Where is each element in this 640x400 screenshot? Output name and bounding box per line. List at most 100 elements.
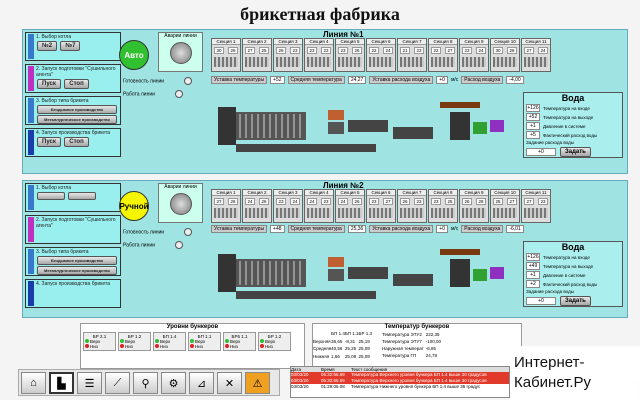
section-temp-a: 24 — [245, 198, 255, 205]
prod-stop-button[interactable]: Стоп — [64, 137, 89, 147]
smokeless-button[interactable]: Бездымное производство — [37, 256, 117, 265]
section-label: Секция 7 — [398, 39, 426, 45]
warning-icon[interactable]: ⚠ — [245, 372, 270, 394]
section-label: Секция 4 — [305, 190, 333, 196]
water-set-button[interactable]: Задать — [560, 147, 591, 157]
section-temp-a: 27 — [524, 198, 534, 205]
section-label: Секция 11 — [522, 39, 550, 45]
control-column: 1. Выбор котла 2. Запуск подготовки "Суш… — [25, 183, 121, 311]
pump-icon[interactable]: ⚙ — [161, 372, 186, 394]
line-panel-1: Линия №1 1. Выбор котла №2 №7 2. Запуск … — [22, 29, 628, 174]
line-title: Линия №1 — [323, 30, 364, 39]
boiler-button-a[interactable] — [37, 192, 65, 200]
section-temp-b: 23 — [414, 198, 424, 205]
water-flow-input[interactable]: +0 — [526, 297, 556, 305]
section-temp-b: 26 — [228, 198, 238, 205]
air-setpoint-input[interactable]: +0 — [436, 225, 448, 233]
level-high-led — [155, 339, 159, 343]
prod-start-button[interactable]: Пуск — [37, 137, 61, 147]
boiler-button-b[interactable] — [68, 192, 97, 200]
section-temp-b: 23 — [538, 198, 548, 205]
heater-grid — [400, 57, 424, 67]
section-temp-a: 27 — [214, 198, 224, 205]
air-setpoint-input[interactable]: +0 — [436, 76, 448, 84]
section-temp-a: 26 — [276, 47, 286, 54]
smokeless-button[interactable]: Бездымное производство — [37, 105, 117, 114]
setpoint-input[interactable]: +52 — [270, 76, 285, 84]
metallurgical-button[interactable]: Металлургическое производство — [37, 266, 117, 275]
section-temp-b: 23 — [414, 47, 424, 54]
work-status: Работа линии — [123, 241, 183, 249]
stop-button[interactable]: Стоп — [64, 79, 89, 89]
section-temp-b: 28 — [476, 198, 486, 205]
heater-grid — [338, 208, 362, 218]
mode-auto-button[interactable]: Авто — [119, 40, 149, 70]
section-label: Секция 3 — [274, 39, 302, 45]
heater-grid — [431, 208, 455, 218]
section-label: Секция 10 — [491, 190, 519, 196]
line-title: Линия №2 — [323, 181, 364, 190]
section-temp-b: 26 — [228, 47, 238, 54]
home-icon[interactable]: ⌂ — [21, 372, 46, 394]
air-flow-value: -4,00 — [506, 76, 524, 84]
press-icon[interactable]: ⊿ — [189, 372, 214, 394]
mode-manual-button[interactable]: Ручной — [119, 191, 149, 221]
water-set-button[interactable]: Задать — [560, 296, 591, 306]
start-button[interactable]: Пуск — [37, 79, 61, 89]
water-flow-input[interactable]: +0 — [526, 148, 556, 156]
section-temp-a: 25 — [493, 198, 503, 205]
heater-grid — [245, 57, 269, 67]
conveyor-icon[interactable]: ⟋ — [105, 372, 130, 394]
section-temp-a: 23 — [307, 47, 317, 54]
tools-icon[interactable]: ✕ — [217, 372, 242, 394]
section-temp-a: 23 — [431, 198, 441, 205]
boiler-button-7[interactable]: №7 — [60, 41, 81, 51]
section-temp-a: 27 — [245, 47, 255, 54]
section-label: Секция 11 — [522, 190, 550, 196]
section-temp-a: 23 — [462, 47, 472, 54]
heater-grid — [276, 57, 300, 67]
metallurgical-button[interactable]: Металлургическое производство — [37, 115, 117, 124]
section-temp-b: 23 — [321, 47, 331, 54]
section-temp-a: 23 — [369, 198, 379, 205]
work-led — [174, 90, 183, 98]
section-label: Секция 6 — [367, 190, 395, 196]
section-label: Секция 6 — [367, 39, 395, 45]
valve-icon[interactable]: ⚲ — [133, 372, 158, 394]
boiler-select-box: 1. Выбор котла №2 №7 — [25, 32, 121, 61]
section-label: Секция 2 — [243, 39, 271, 45]
section-temp-a: 24 — [307, 198, 317, 205]
list-icon[interactable]: ☰ — [77, 372, 102, 394]
section-temp-b: 24 — [476, 47, 486, 54]
level-low-led — [155, 344, 159, 348]
heater-grid — [493, 57, 517, 67]
boiler-button-2[interactable]: №2 — [37, 41, 58, 51]
section-temp-a: 23 — [276, 198, 286, 205]
factory-icon[interactable]: ▙ — [49, 372, 74, 394]
section-label: Секция 8 — [429, 39, 457, 45]
section-label: Секция 7 — [398, 190, 426, 196]
level-high-led — [260, 339, 264, 343]
type-select-box: 3. Выбор типа брикета Бездымное производ… — [25, 247, 121, 276]
setpoint-input[interactable]: +48 — [270, 225, 285, 233]
start-prep-box: 2. Запуск подготовки "Сушильного агента" — [25, 215, 121, 244]
heater-grid — [369, 208, 393, 218]
section-temp-b: 25 — [445, 198, 455, 205]
section-temp-b: 23 — [290, 47, 300, 54]
